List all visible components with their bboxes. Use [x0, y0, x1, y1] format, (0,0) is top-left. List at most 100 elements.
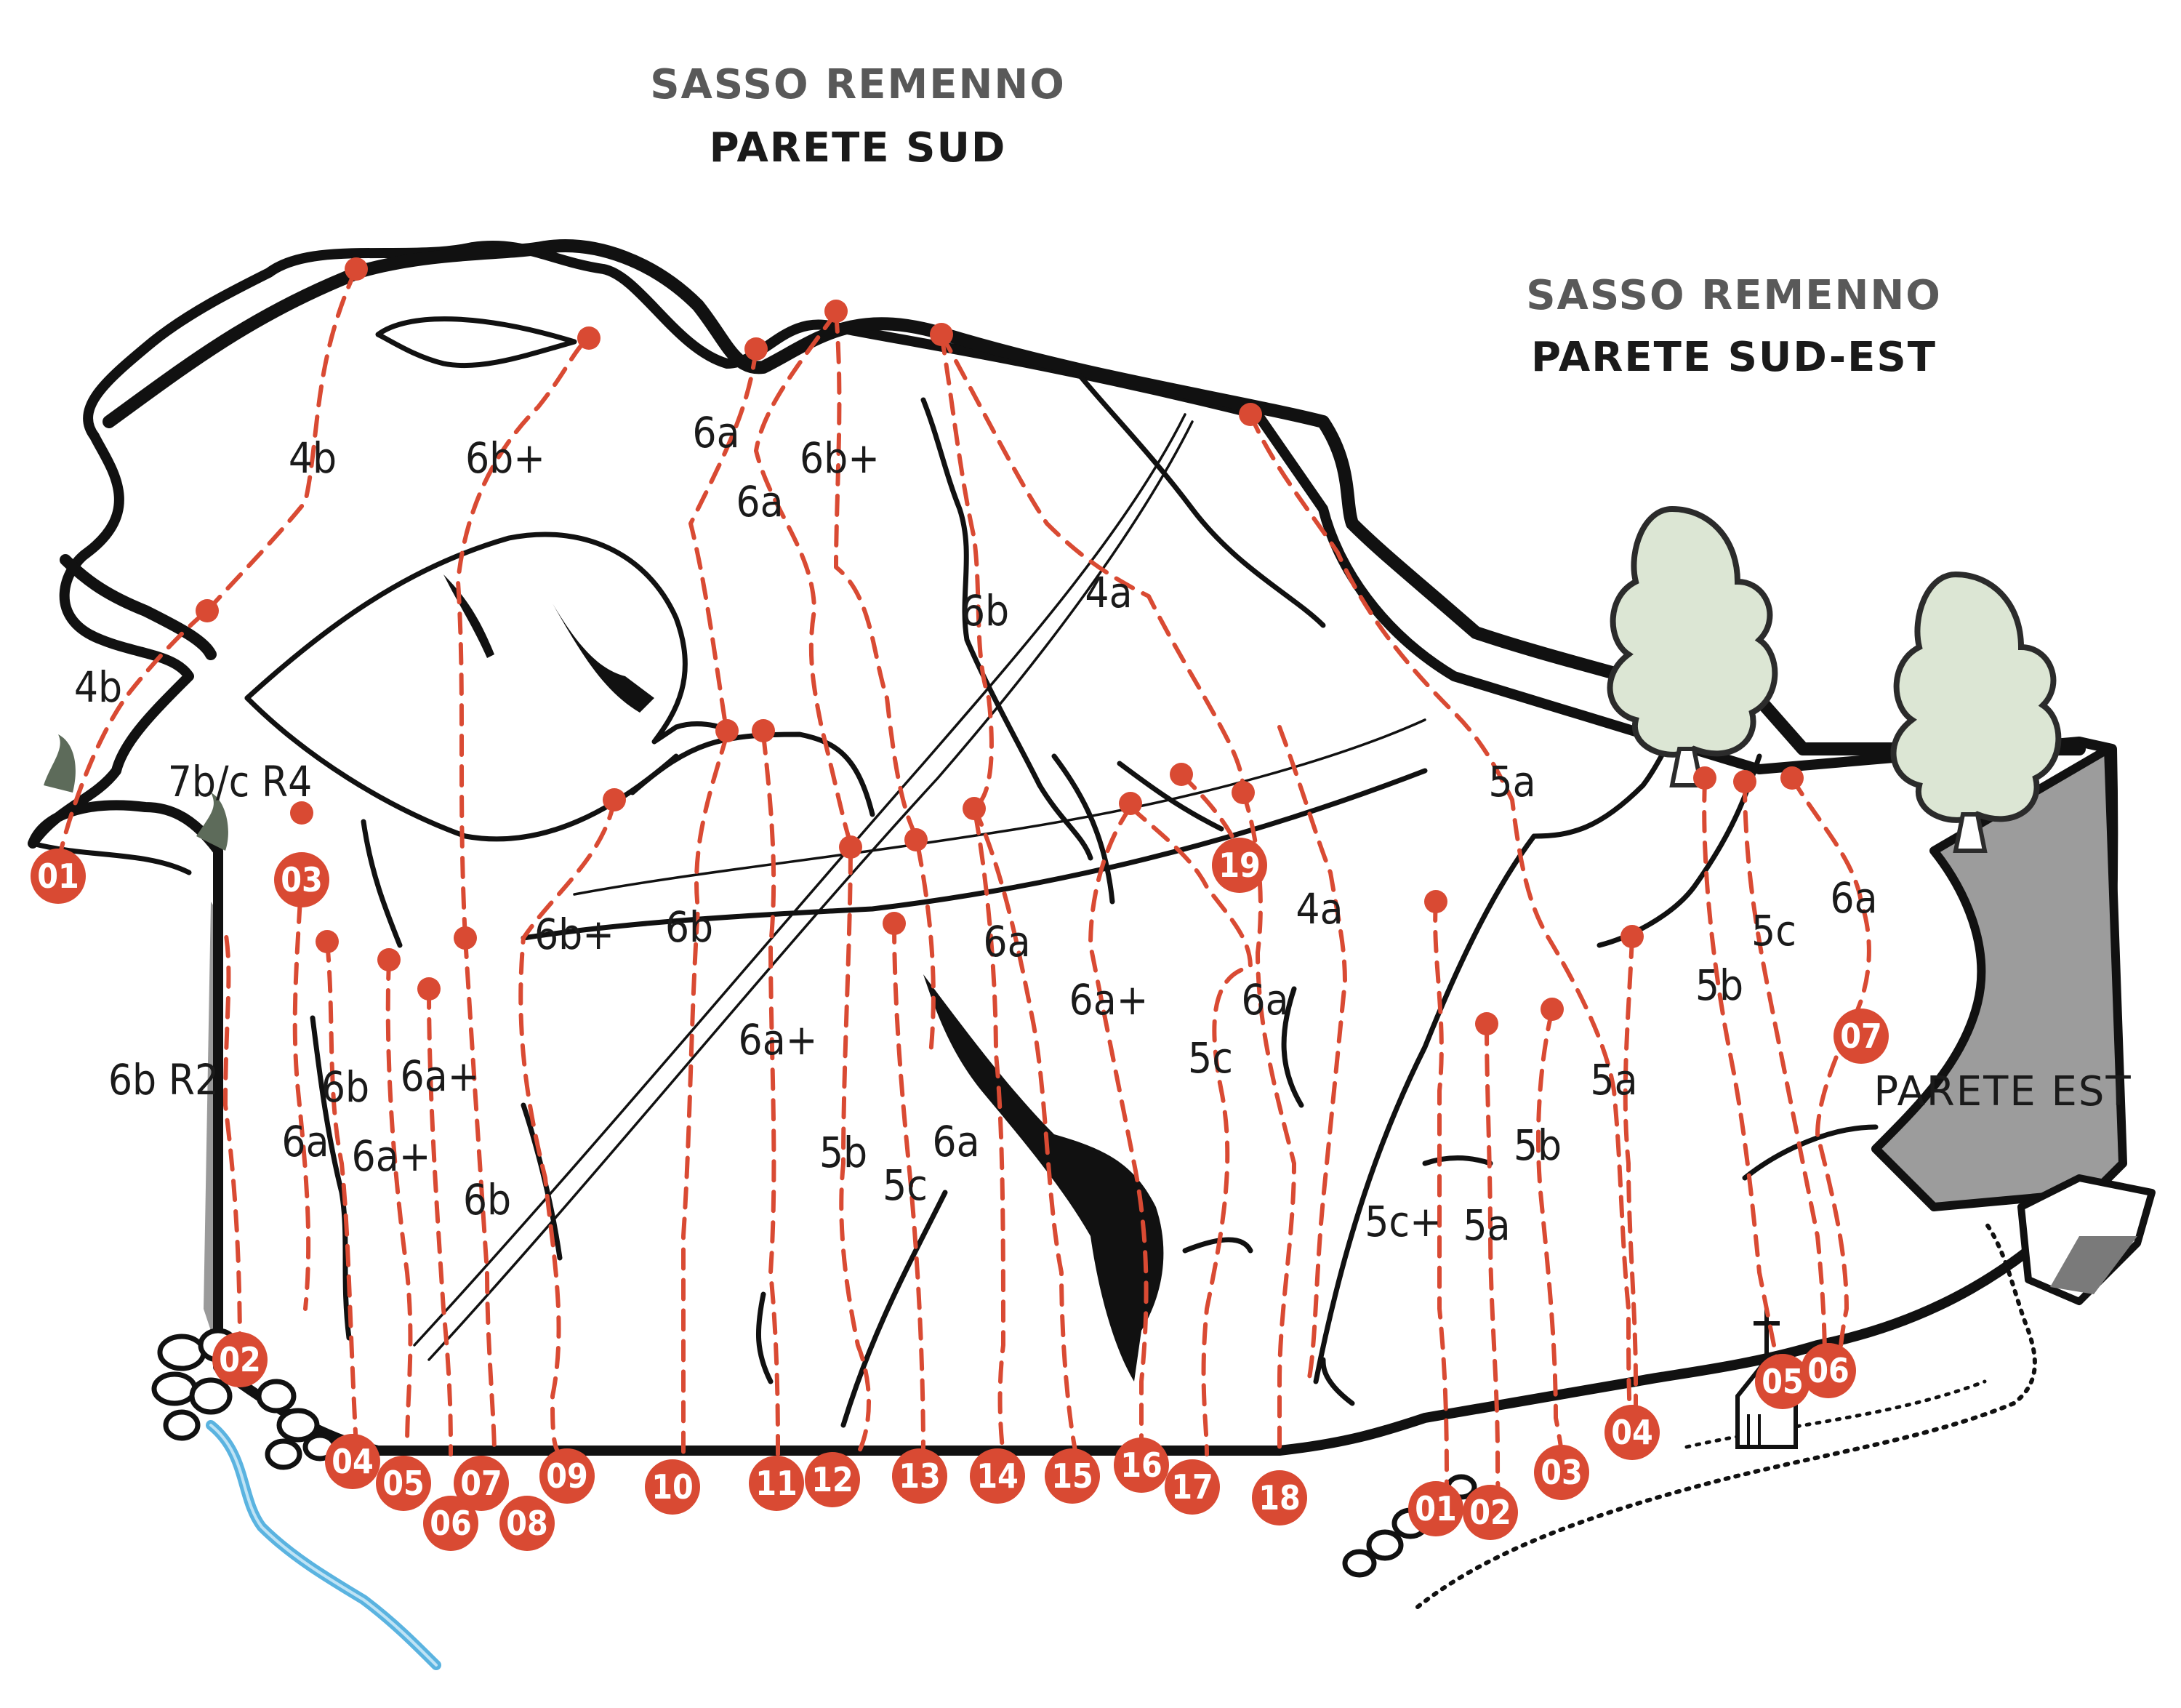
badge-circle — [1801, 1343, 1856, 1398]
route-badge-sud-03[interactable]: 03 — [274, 852, 329, 907]
tree-1-crown — [1607, 505, 1778, 758]
band-2 — [573, 718, 1426, 896]
route-badge-sud-01[interactable]: 01 — [31, 849, 86, 904]
route-badge-sud-14[interactable]: 14 — [970, 1448, 1025, 1504]
route-badge-sudest-03[interactable]: 03 — [1534, 1445, 1589, 1500]
crack-left-5 — [1182, 1237, 1253, 1254]
grade-label: 6b R2 — [108, 1055, 219, 1104]
route-badge-sud-09[interactable]: 09 — [539, 1448, 595, 1504]
badge-number: 01 — [1415, 1489, 1457, 1528]
crack-right-6 — [1422, 1155, 1493, 1166]
anchor-dot — [1424, 890, 1447, 913]
stone — [1342, 1549, 1377, 1578]
crack-left-6 — [310, 1015, 352, 1341]
trail-2 — [1684, 1379, 1987, 1449]
crack-left-7 — [1281, 986, 1304, 1108]
badge-circle — [1755, 1354, 1810, 1409]
route-badge-sud-06[interactable]: 06 — [423, 1496, 478, 1551]
rubble-left — [151, 1328, 337, 1470]
badge-number: 02 — [1469, 1493, 1511, 1532]
grade-label: 6b — [463, 1175, 511, 1224]
anchor-dot — [345, 257, 368, 281]
badge-number: 16 — [1120, 1446, 1162, 1485]
tree-2 — [1890, 571, 2062, 853]
route-badge-sud-16[interactable]: 16 — [1114, 1438, 1169, 1493]
route-badge-sud-04[interactable]: 04 — [325, 1434, 380, 1489]
grade-labels: 4b 6b+ 4b 7b/c R4 6a 6b+ 6a 6b 4a 6b+ 6b… — [74, 408, 1878, 1250]
badge-circle — [1114, 1438, 1169, 1493]
route-badge-sudest-04[interactable]: 04 — [1604, 1405, 1660, 1460]
anchor-dot — [839, 835, 862, 859]
routes — [56, 267, 1871, 1515]
badge-number: 15 — [1051, 1456, 1093, 1496]
route-badge-sud-11[interactable]: 11 — [749, 1456, 804, 1511]
route-line — [456, 336, 591, 940]
stone — [163, 1409, 201, 1441]
grade-label: 6b — [961, 586, 1009, 636]
anchor-dot — [930, 323, 953, 346]
badge-number: 05 — [1762, 1362, 1804, 1401]
route-line — [325, 939, 358, 1449]
crack-mid-3 — [1073, 368, 1326, 628]
route-badge-sud-15[interactable]: 15 — [1045, 1448, 1100, 1504]
grade-label: 6a+ — [739, 1015, 818, 1065]
top-ridge — [103, 239, 2086, 755]
route-badge-sud-12[interactable]: 12 — [805, 1452, 860, 1507]
route-line — [939, 332, 1005, 1456]
tree-2-trunk — [1953, 812, 1988, 853]
left-outcrop — [60, 554, 217, 660]
route-badge-sudest-05[interactable]: 05 — [1755, 1354, 1810, 1409]
route-badge-sud-17[interactable]: 17 — [1165, 1459, 1220, 1515]
route-badge-sud-10[interactable]: 10 — [645, 1459, 700, 1515]
grade-label: 7b/c R4 — [168, 757, 313, 806]
grade-label: 5b — [1514, 1120, 1562, 1170]
grade-label: 6a — [932, 1117, 979, 1166]
badge-number: 10 — [651, 1467, 694, 1507]
left-ledge — [30, 841, 192, 875]
route-badge-sud-18[interactable]: 18 — [1252, 1470, 1307, 1525]
route-badges-sud[interactable]: 01 02 03 04 05 06 07 08 09 10 11 12 13 1… — [31, 838, 1307, 1551]
route-badge-sud-08[interactable]: 08 — [499, 1496, 555, 1551]
anchor-dot — [1119, 792, 1142, 815]
route-line — [1277, 725, 1347, 1384]
badge-number: 06 — [430, 1504, 472, 1543]
badge-circle — [1463, 1485, 1518, 1540]
badge-circle — [749, 1456, 804, 1511]
anchor-dot — [377, 948, 401, 971]
route-badge-sud-02[interactable]: 02 — [212, 1332, 268, 1387]
grade-label: 6a — [692, 408, 739, 457]
anchors — [196, 257, 1804, 1035]
anchor-dot — [290, 801, 313, 825]
badge-circle — [1165, 1459, 1220, 1515]
anchor-dot — [577, 326, 601, 350]
route-badge-sudest-06[interactable]: 06 — [1801, 1343, 1856, 1398]
badge-circle — [1534, 1445, 1589, 1500]
grade-label: 6a — [736, 477, 783, 526]
grade-label: 5b — [1695, 961, 1743, 1010]
crack-left-8 — [1117, 761, 1224, 832]
anchor-dot — [454, 926, 477, 950]
stone — [189, 1377, 233, 1415]
header-sud-line2: PARETE SUD — [710, 124, 1007, 172]
route-badge-sudest-01[interactable]: 01 — [1408, 1481, 1463, 1536]
route-badge-sud-07[interactable]: 07 — [454, 1456, 509, 1511]
badge-number: 14 — [976, 1456, 1019, 1496]
grade-label: 6b+ — [534, 910, 614, 959]
route-badges-sudest[interactable]: 01 02 03 04 05 06 07 — [1408, 1009, 1889, 1540]
anchor-dot — [1239, 403, 1262, 426]
anchor-dot — [963, 797, 986, 820]
badge-circle — [1252, 1470, 1307, 1525]
route-badge-sudest-07[interactable]: 07 — [1833, 1009, 1889, 1064]
anchor-dot — [603, 788, 626, 811]
crack-left-3 — [755, 1291, 774, 1384]
badge-circle — [499, 1496, 555, 1551]
route-badge-sud-05[interactable]: 05 — [376, 1456, 431, 1511]
shrubs — [44, 734, 228, 851]
route-badge-sudest-02[interactable]: 02 — [1463, 1485, 1518, 1540]
stone — [276, 1408, 320, 1443]
route-line — [1433, 899, 1449, 1493]
stone — [1366, 1529, 1404, 1561]
route-badge-sud-19[interactable]: 19 — [1212, 838, 1267, 893]
route-badge-sud-13[interactable]: 13 — [892, 1448, 947, 1504]
